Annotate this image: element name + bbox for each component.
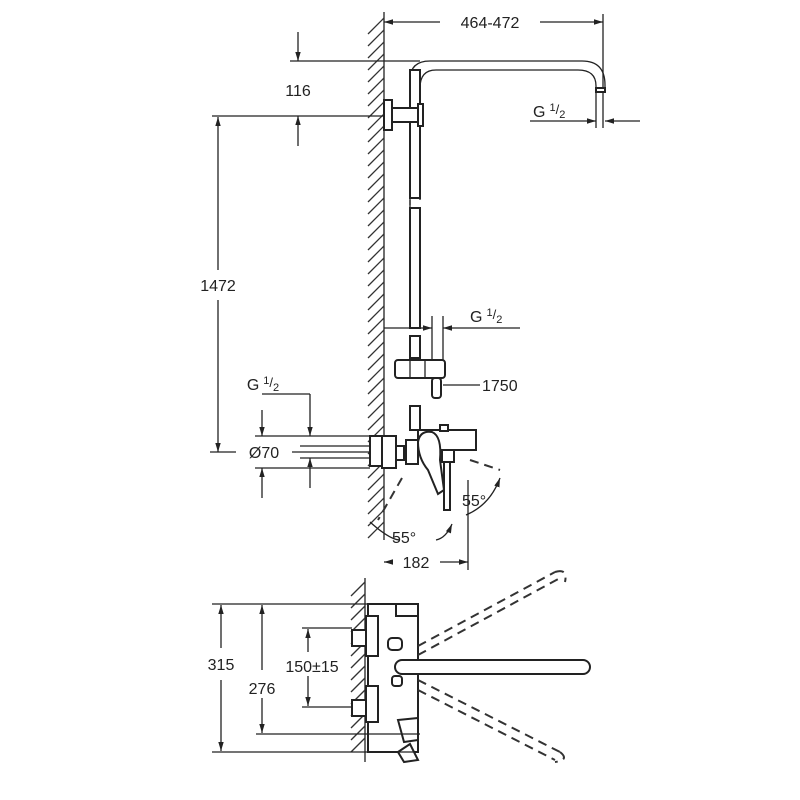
mixer-projection-label: 182	[403, 555, 430, 572]
wall-hatch-line	[367, 245, 385, 263]
holder-height-label: 1750	[482, 378, 518, 395]
wall-hatch-line	[367, 329, 385, 347]
shower-head-nut	[595, 87, 606, 93]
wall-hatch-line	[367, 101, 385, 119]
lever-angle-dimensions: 55° 55° 182	[369, 477, 501, 572]
wall-bracket	[383, 99, 424, 131]
wall-hatch-line	[367, 341, 385, 359]
wall-hatch-line	[367, 149, 385, 167]
wall-hatch-line	[367, 17, 385, 35]
shower-arm	[409, 60, 606, 210]
wall-hatch-line	[367, 377, 385, 395]
bracket-height-dimension: 1472	[200, 117, 236, 452]
wall-hatch-line	[367, 269, 385, 287]
wall-hatch-line	[367, 317, 385, 335]
wall-hatch-line	[367, 77, 385, 95]
bracket-height-label: 1472	[200, 278, 236, 295]
wall-hatch-line	[367, 53, 385, 71]
spout	[394, 659, 591, 675]
side-view: 464-472 116	[200, 12, 640, 572]
wall-hatch-line	[367, 365, 385, 383]
pipe-diameter-label: Ø70	[249, 445, 279, 462]
wall-hatch-line	[367, 113, 385, 131]
wall-hatch-line	[367, 497, 385, 515]
wall-hatch-line	[367, 389, 385, 407]
wall-hatch-line	[367, 485, 385, 503]
top-view: 315 276 150±15	[208, 570, 591, 764]
total-height-dimension: 315	[208, 603, 418, 753]
mixer-body-top	[351, 603, 420, 764]
wall-hatch-line	[367, 197, 385, 215]
wall-hatch-line	[367, 413, 385, 431]
wall-hatch-line	[367, 521, 385, 539]
wall-hatch-line	[367, 89, 385, 107]
arm-height-label: 116	[285, 83, 311, 100]
wall-hatch-line	[367, 221, 385, 239]
wall-hatch-line	[367, 41, 385, 59]
wall-hatch-line	[367, 473, 385, 491]
wall-hatch-line	[350, 665, 366, 681]
wall-hatch-line	[350, 581, 366, 597]
lever-angle-front-label: 55°	[392, 530, 416, 547]
wall-hatch-line	[350, 605, 366, 621]
wall-hatch-line	[367, 305, 385, 323]
wall-hatch-line	[367, 281, 385, 299]
hand-shower-holder: 1750	[394, 359, 518, 399]
wall-hatch-line	[350, 737, 366, 753]
wall-hatch-line	[367, 137, 385, 155]
wall-hatch-line	[350, 725, 366, 741]
lever-angle-side-label: 55°	[462, 493, 486, 510]
body-height-label: 276	[249, 681, 276, 698]
wall-hatch-line	[367, 401, 385, 419]
centres-label: 150±15	[285, 659, 338, 676]
wall-hatch-line	[367, 293, 385, 311]
wall-hatch-line	[367, 185, 385, 203]
wall-hatch-line	[367, 65, 385, 83]
body-height-dimension: 276	[249, 605, 420, 735]
wall-hatch-line	[350, 593, 366, 609]
total-height-label: 315	[208, 657, 235, 674]
wall-hatch-line	[367, 209, 385, 227]
wall-hatch-line	[367, 125, 385, 143]
wall-hatch-line	[350, 653, 366, 669]
bath-mixer	[369, 424, 501, 521]
wall-hatch-line	[367, 29, 385, 47]
wall-hatch-line	[350, 677, 366, 693]
arm-height-dimension: 116	[212, 32, 420, 146]
wall-hatch-line	[367, 353, 385, 371]
wall-hatch-line	[367, 257, 385, 275]
arm-projection-label: 464-472	[461, 15, 520, 32]
wall-hatch-line	[367, 233, 385, 251]
centres-dimension: 150±15	[285, 627, 352, 708]
arm-projection-dimension: 464-472	[384, 14, 604, 128]
spout-swing-range	[417, 570, 567, 763]
wall-hatch-line	[367, 161, 385, 179]
mixer-lever	[416, 430, 446, 496]
wall-hatch-line	[367, 173, 385, 191]
